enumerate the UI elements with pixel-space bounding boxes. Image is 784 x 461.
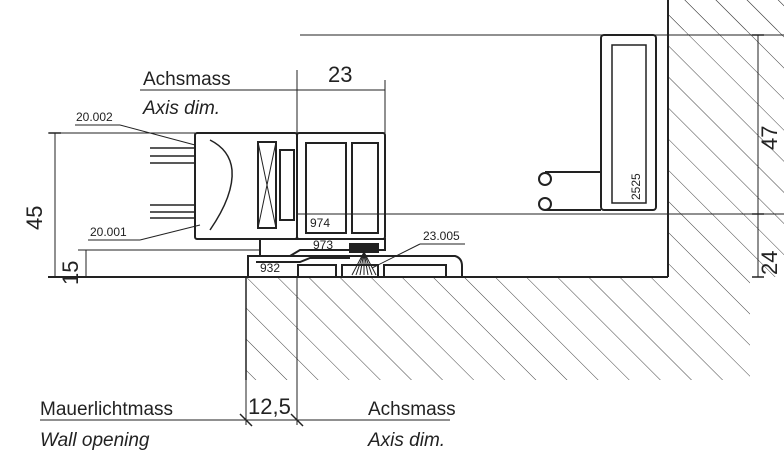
dim-45: 45 — [22, 206, 47, 230]
dim-24: 24 — [757, 251, 782, 275]
axis-label-bottom-de: Achsmass — [368, 399, 456, 420]
part-23005: 23.005 — [423, 229, 460, 243]
part-974: 974 — [310, 216, 330, 230]
part-932: 932 — [260, 261, 280, 275]
bottom-rail-932 — [247, 243, 463, 278]
axis-label-top-de: Achsmass — [143, 69, 231, 90]
frame-profile-974 — [296, 132, 386, 240]
sash-profile — [194, 132, 298, 240]
part-2525: 2525 — [629, 173, 643, 200]
dim-23: 23 — [328, 62, 352, 87]
dim-15: 15 — [58, 261, 83, 285]
axis-label-bottom-en: Axis dim. — [367, 430, 445, 451]
dim-12-5: 12,5 — [248, 394, 291, 419]
dim-47: 47 — [757, 126, 782, 150]
brush-seal — [351, 251, 377, 276]
part-973: 973 — [313, 238, 333, 252]
wall-label-de: Mauerlichtmass — [40, 399, 173, 420]
wall-label-en: Wall opening — [40, 430, 150, 451]
profile-2525 — [538, 34, 657, 211]
part-20002: 20.002 — [76, 110, 113, 124]
part-20001: 20.001 — [90, 225, 127, 239]
wall-hatch — [668, 0, 784, 277]
floor-hatch — [246, 277, 750, 380]
axis-label-top-en: Axis dim. — [142, 98, 220, 119]
